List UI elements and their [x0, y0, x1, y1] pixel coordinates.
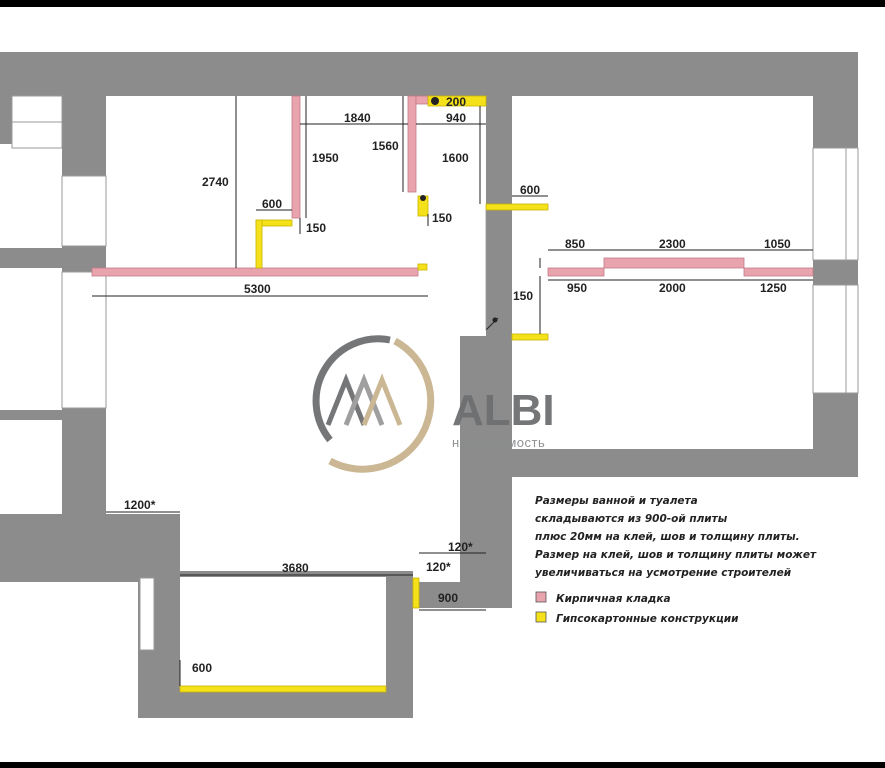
walls — [0, 52, 858, 718]
dim-900: 900 — [438, 591, 458, 605]
notes: Размеры ванной и туалета складываются из… — [535, 495, 817, 579]
door-markers — [485, 210, 499, 331]
logo-mark — [325, 373, 403, 426]
dim-1840: 1840 — [344, 111, 371, 125]
dim-940: 940 — [446, 111, 466, 125]
dim-600-top: 600 — [262, 197, 282, 211]
dim-600-right: 600 — [520, 183, 540, 197]
dim-1950: 1950 — [312, 151, 339, 165]
riser-dot — [431, 97, 439, 105]
dim-1200: 1200* — [124, 498, 156, 512]
riser-dot-small — [420, 195, 426, 201]
note-line-1: Размеры ванной и туалета — [535, 495, 698, 507]
brand-subtitle: недвижимость — [452, 435, 545, 450]
dim-850: 850 — [565, 237, 585, 251]
legend-drywall-label: Гипсокартонные конструкции — [556, 613, 739, 625]
legend-drywall-swatch — [535, 611, 547, 623]
brick-masonry — [91, 95, 814, 277]
dim-150-a: 150 — [306, 221, 326, 235]
note-line-4: Размер на клей, шов и толщину плиты може… — [535, 549, 817, 561]
note-line-5: увеличиваться на усмотрение строителей — [535, 567, 792, 579]
legend-brick-label: Кирпичная кладка — [556, 593, 671, 605]
legend: Кирпичная кладка Гипсокартонные конструк… — [535, 591, 739, 625]
dim-950: 950 — [567, 281, 587, 295]
dim-1560: 1560 — [372, 139, 399, 153]
dimension-labels: 200 1840 940 1950 1560 1600 2740 600 150… — [124, 95, 791, 675]
dim-200: 200 — [446, 95, 466, 109]
dim-5300: 5300 — [244, 282, 271, 296]
dim-150-b: 150 — [432, 211, 452, 225]
windows — [11, 95, 859, 651]
dim-3680: 3680 — [282, 561, 309, 575]
logo-ring-gray — [312, 335, 391, 443]
top-band — [0, 0, 885, 7]
logo-ring-gold — [328, 337, 435, 473]
bottom-band — [0, 762, 885, 768]
dim-600-bottom: 600 — [192, 661, 212, 675]
dimension-lines — [92, 96, 813, 686]
dim-1050: 1050 — [764, 237, 791, 251]
dim-120-a: 120* — [448, 540, 473, 554]
note-line-2: складываются из 900-ой плиты — [535, 513, 728, 525]
dim-150-right: 150 — [513, 289, 533, 303]
brand-name: ALBI — [452, 386, 555, 435]
albi-logo: ALBI недвижимость — [312, 335, 555, 473]
legend-brick-swatch — [535, 591, 547, 603]
dim-1250: 1250 — [760, 281, 787, 295]
dim-2300: 2300 — [659, 237, 686, 251]
dim-2740: 2740 — [202, 175, 229, 189]
dim-1600: 1600 — [442, 151, 469, 165]
dim-120-b: 120* — [426, 560, 451, 574]
dim-2000: 2000 — [659, 281, 686, 295]
note-line-3: плюс 20мм на клей, шов и толщину плиты. — [535, 531, 800, 543]
